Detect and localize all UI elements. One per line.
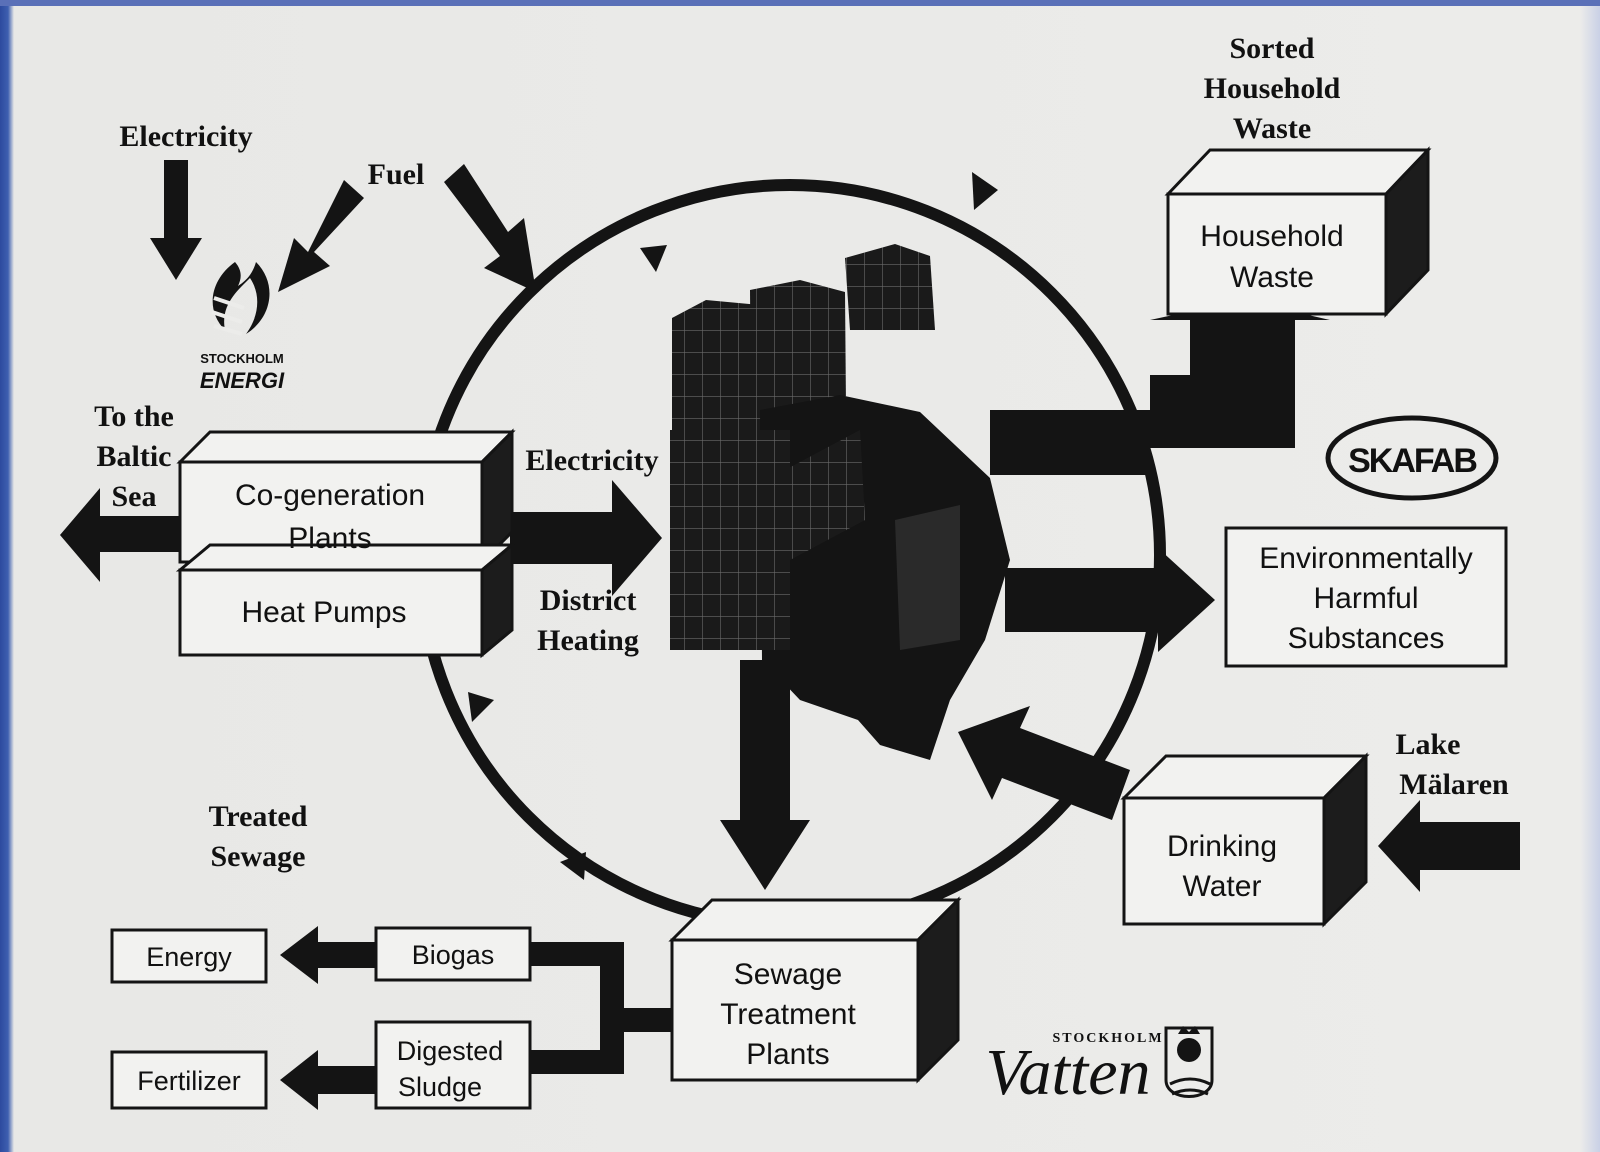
stockholm-energi-logo: STOCKHOLM ENERGI [200,262,285,393]
electricity-in-label: Electricity [119,120,252,153]
electricity-out-label: Electricity [525,444,658,477]
skafab-logo: SKAFAB [1325,415,1499,501]
arrow-drinking-to-city [958,706,1130,820]
sorted-waste-label-line1: Sorted [1230,32,1315,65]
fuel-label: Fuel [368,158,425,191]
arrow-fuel-right [444,164,536,292]
heat-pumps-label: Heat Pumps [241,596,406,629]
arrow-fuel-left [278,180,364,292]
household-waste-label-line1: Household [1200,220,1343,253]
sorted-waste-label-line3: Waste [1233,112,1311,145]
biogas-label: Biogas [412,940,495,970]
cycle-arrowhead [560,852,586,880]
harmful-label-line3: Substances [1288,622,1445,655]
sewage-treatment-box [668,896,962,1084]
harmful-label-line1: Environmentally [1259,542,1472,575]
arrow-city-to-sewage [720,660,810,890]
household-waste-box [1164,146,1432,318]
energi-logo-top: STOCKHOLM [200,351,284,366]
crest-icon [1164,1026,1214,1098]
flame-icon [212,262,270,334]
lake-label-line2: Mälaren [1399,768,1509,801]
arrow-to-baltic [60,488,180,582]
sewage-label-line3: Plants [746,1038,829,1071]
household-waste-label-line2: Waste [1230,261,1314,294]
arrow-city-to-harmful [1005,548,1215,652]
fertilizer-label: Fertilizer [137,1066,241,1096]
lake-label-line1: Lake [1395,728,1460,761]
skafab-logo-text: SKAFAB [1348,442,1477,480]
vatten-logo-name: Vatten [986,1036,1151,1109]
top-frame-band [0,0,1600,6]
arrow-biogas-to-energy [280,926,378,984]
treated-sewage-label-line1: Treated [209,800,308,833]
energi-logo-name: ENERGI [200,368,285,393]
sludge-label-line2: Sludge [398,1072,482,1102]
treated-sewage-label-line2: Sewage [211,840,306,873]
sludge-label-line1: Digested [397,1036,504,1066]
sorted-waste-label-line2: Household [1204,72,1341,105]
drinking-water-label-line2: Water [1183,870,1262,903]
arrow-energy-to-city [510,480,662,596]
sludge-box [374,1020,532,1110]
heat-pumps-box [175,541,517,659]
harmful-label-line2: Harmful [1313,582,1418,615]
biogas-box [374,926,532,982]
stockholm-vatten-logo: STOCKHOLM Vatten [986,1026,1214,1109]
energy-box [110,928,268,984]
district-heating-label-line1: District [540,584,637,617]
fertilizer-box [110,1050,268,1110]
cycle-arrowhead [972,172,998,210]
sewage-label-line2: Treatment [720,998,856,1031]
to-baltic-label-line1: To the [94,400,174,433]
sewage-branch-connector [528,942,672,1074]
drinking-water-box [1120,752,1370,928]
cogeneration-label-line2: Plants [288,522,371,555]
cogeneration-label-line1: Co-generation [235,479,425,512]
cycle-arrowhead [468,692,494,722]
arrow-sludge-to-fertilizer [280,1050,378,1110]
city-buildings-illustration [670,244,1010,760]
arrow-electricity-in [150,160,202,280]
sewage-label-line1: Sewage [734,958,842,991]
drinking-water-label-line1: Drinking [1167,830,1277,863]
arrow-city-to-household-waste [990,300,1330,475]
arrow-lake-in [1378,800,1520,892]
to-baltic-label-line2: Baltic [97,440,172,473]
district-heating-label-line2: Heating [537,624,639,657]
harmful-substances-box [1224,526,1508,668]
to-baltic-label-line3: Sea [112,480,157,513]
energy-label: Energy [146,942,232,972]
vatten-logo-top: STOCKHOLM [1052,1031,1163,1046]
cycle-arrowhead [640,245,667,272]
